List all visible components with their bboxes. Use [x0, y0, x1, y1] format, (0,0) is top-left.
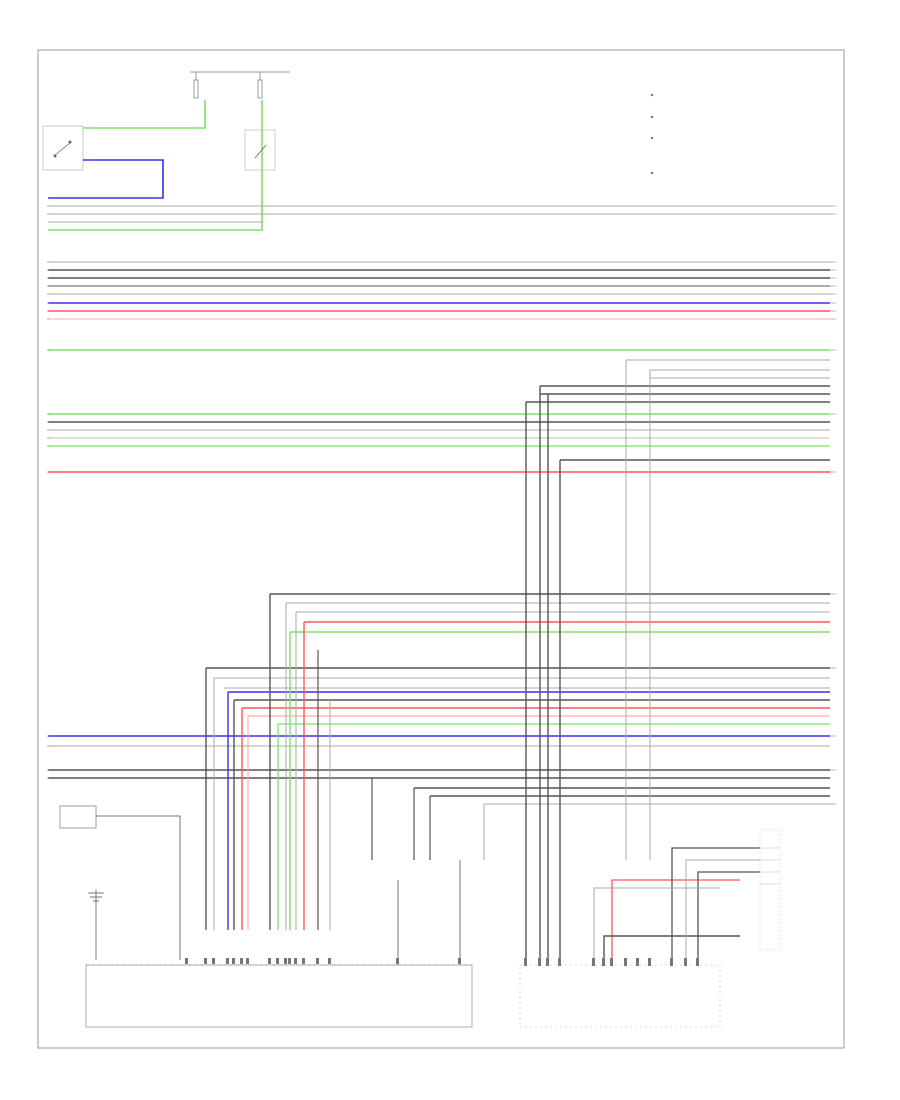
- left-module-pins: [185, 958, 461, 964]
- lamp-box: [59, 805, 97, 829]
- right-edge-terminals: [830, 205, 836, 805]
- right-module-box: [519, 964, 721, 1028]
- clutch-switch: [244, 129, 276, 171]
- fuse-2: [257, 79, 263, 99]
- green-feed-wire-1: [83, 100, 206, 129]
- right-sub-panel: [759, 829, 781, 951]
- legend: [650, 93, 654, 175]
- switch-box: [42, 125, 84, 171]
- diagram-frame: [37, 49, 845, 1049]
- vertical-wire-drops: [179, 360, 760, 965]
- horizontal-wire-bus: [48, 205, 830, 805]
- fuse-1: [193, 79, 199, 99]
- green-feed-wire-2: [48, 100, 263, 231]
- power-input-area: [42, 71, 290, 231]
- right-control-module: [519, 958, 721, 1028]
- lamp-area: [59, 805, 181, 960]
- left-edge-terminals: [47, 205, 49, 779]
- left-module-box: [85, 964, 473, 1028]
- right-module-pins: [524, 958, 699, 966]
- left-control-module: [85, 958, 473, 1028]
- blue-loop-wire: [48, 159, 164, 199]
